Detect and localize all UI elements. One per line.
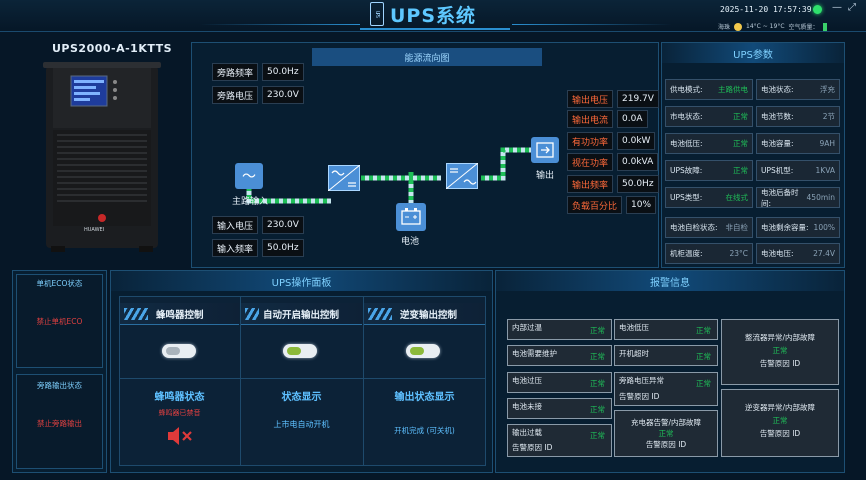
air-quality-icon	[822, 22, 827, 31]
param-supply-mode: 供电模式:主路供电	[665, 79, 753, 100]
stripe-icon	[245, 307, 259, 320]
sun-icon	[734, 22, 743, 31]
fullscreen-icon[interactable]: ⤢	[848, 2, 856, 13]
alarm-startup-timeout: 开机超时正常	[614, 345, 718, 366]
bypass-frequency: 旁路频率 50.0Hz	[212, 62, 304, 82]
inverter-output-control-head: 逆变输出控制	[364, 303, 485, 325]
param-battery-status: 电池状态:浮充	[756, 79, 840, 100]
output-icon	[531, 137, 559, 163]
alarm-battery-low: 电池低压正常	[614, 319, 718, 340]
bypass-output-box	[16, 374, 103, 469]
battery-icon	[396, 203, 426, 231]
stripe-icon	[368, 307, 392, 320]
bypass-output-value: 禁止旁路输出	[37, 419, 82, 428]
device-brand: HUAWEI	[84, 227, 105, 233]
alarm-rectifier-fault: 整流器异常/内部故障 正常 告警原因 ID	[721, 319, 839, 385]
alarm-battery-overvoltage: 电池过压正常	[507, 372, 612, 393]
param-battery-count: 电池节数:2节	[756, 106, 840, 127]
buzzer-status-value: 蜂鸣器已禁音	[158, 409, 201, 417]
rectifier-icon	[328, 165, 360, 191]
weather-temp: 14°C ~ 19°C	[746, 23, 785, 30]
control-divider-2	[363, 296, 364, 466]
main-input-label: 主路输入	[232, 197, 269, 207]
alarm-battery-disconnected: 电池未接正常	[507, 398, 612, 419]
title-deco-left	[200, 24, 360, 25]
param-ups-fault: UPS故障:正常	[665, 160, 753, 181]
load-percentage: 负载百分比 10%	[567, 195, 657, 215]
energy-flow-title: 能源流向图	[312, 48, 542, 66]
ups-device-image	[43, 62, 161, 252]
buzzer-toggle[interactable]	[162, 344, 196, 358]
alarm-panel-title: 报警信息	[496, 271, 844, 291]
eco-status-value: 禁止单机ECO	[36, 317, 83, 326]
buzzer-status-title: 蜂鸣器状态	[154, 392, 205, 403]
weather-widget: 海珠 14°C ~ 19°C 空气质量：	[718, 22, 827, 31]
bypass-output-title: 旁路输出状态	[37, 381, 82, 390]
alarm-battery-maintenance: 电池需要维护正常	[507, 345, 612, 366]
param-remaining-capacity: 电池剩余容量:100%	[756, 217, 840, 238]
toggle-knob	[410, 347, 424, 355]
bypass-voltage: 旁路电压 230.0V	[212, 85, 304, 105]
param-backup-time: 电池后备时间:450min	[756, 187, 840, 208]
status-display-title: 状态显示	[281, 392, 322, 403]
buzzer-control-head: 蜂鸣器控制	[120, 303, 239, 325]
param-ups-type: UPS类型:在线式	[665, 187, 753, 208]
active-power: 有功功率 0.0kW	[567, 131, 656, 151]
minimize-icon[interactable]: —	[832, 2, 842, 13]
alarm-internal-overtemp: 内部过温正常	[507, 319, 612, 340]
toggle-knob	[287, 347, 301, 355]
toggle-knob	[166, 347, 180, 355]
inverter-icon	[446, 163, 478, 189]
flow-lines	[246, 147, 531, 204]
weather-city: 海珠	[718, 24, 731, 31]
title-deco-right	[512, 24, 672, 25]
output-voltage: 输出电压 219.7V	[567, 89, 659, 109]
param-mains-status: 市电状态:正常	[665, 106, 753, 127]
main-input-icon: 〜	[235, 163, 263, 189]
ups-logo-icon: UPS	[370, 2, 384, 26]
stripe-icon	[124, 307, 148, 320]
speaker-muted-icon	[168, 427, 192, 445]
apparent-power: 视在功率 0.0kVA	[567, 152, 659, 172]
datetime: 2025-11-20 17:57:39	[720, 5, 812, 14]
air-quality-label: 空气质量：	[788, 24, 819, 31]
param-ups-model: UPS机型:1KVA	[756, 160, 840, 181]
auto-output-toggle[interactable]	[283, 344, 317, 358]
alarm-inverter-fault: 逆变器异常/内部故障 正常 告警原因 ID	[721, 389, 839, 457]
input-voltage: 输入电压 230.0V	[212, 215, 304, 235]
eco-status-box	[16, 274, 103, 368]
output-status-title: 输出状态显示	[394, 392, 455, 403]
input-frequency: 输入频率 50.0Hz	[212, 238, 304, 258]
param-battery-voltage: 电池电压:27.4V	[756, 243, 840, 264]
control-divider-1	[240, 296, 241, 466]
top-bar: UPS UPS系统 2025-11-20 17:57:39 — ⤢ 海珠 14°…	[0, 0, 866, 32]
title-plate: UPS UPS系统	[360, 0, 510, 30]
output-status-value: 开机完成 (可关机)	[394, 426, 455, 435]
alarm-charger-fault: 充电器告警/内部故障 正常 告警原因 ID	[614, 410, 718, 457]
status-display-value: 上市电自动开机	[273, 420, 330, 429]
eco-status-title: 单机ECO状态	[36, 279, 83, 288]
param-cabinet-temp: 机柜温度:23°C	[665, 243, 753, 264]
auto-output-control-head: 自动开启输出控制	[241, 303, 362, 325]
control-divider-h	[119, 378, 486, 379]
inverter-output-toggle[interactable]	[406, 344, 440, 358]
alarm-output-overload: 输出过载正常 告警原因 ID	[507, 424, 612, 457]
param-battery-selftest: 电池自检状态:非自检	[665, 217, 753, 238]
output-current: 输出电流 0.0A	[567, 109, 648, 129]
online-status-icon	[813, 5, 822, 14]
output-frequency: 输出频率 50.0Hz	[567, 174, 659, 194]
page-title: UPS系统	[390, 4, 477, 27]
output-label: 输出	[536, 171, 555, 181]
device-model: UPS2000-A-1KTTS	[52, 42, 173, 55]
param-battery-low: 电池低压:正常	[665, 133, 753, 154]
ups-params-title: UPS参数	[662, 43, 844, 63]
param-battery-capacity: 电池容量:9AH	[756, 133, 840, 154]
battery-label: 电池	[401, 237, 420, 247]
alarm-bypass-voltage: 旁路电压异常正常 告警原因 ID	[614, 372, 718, 406]
control-panel-title: UPS操作面板	[111, 271, 492, 291]
